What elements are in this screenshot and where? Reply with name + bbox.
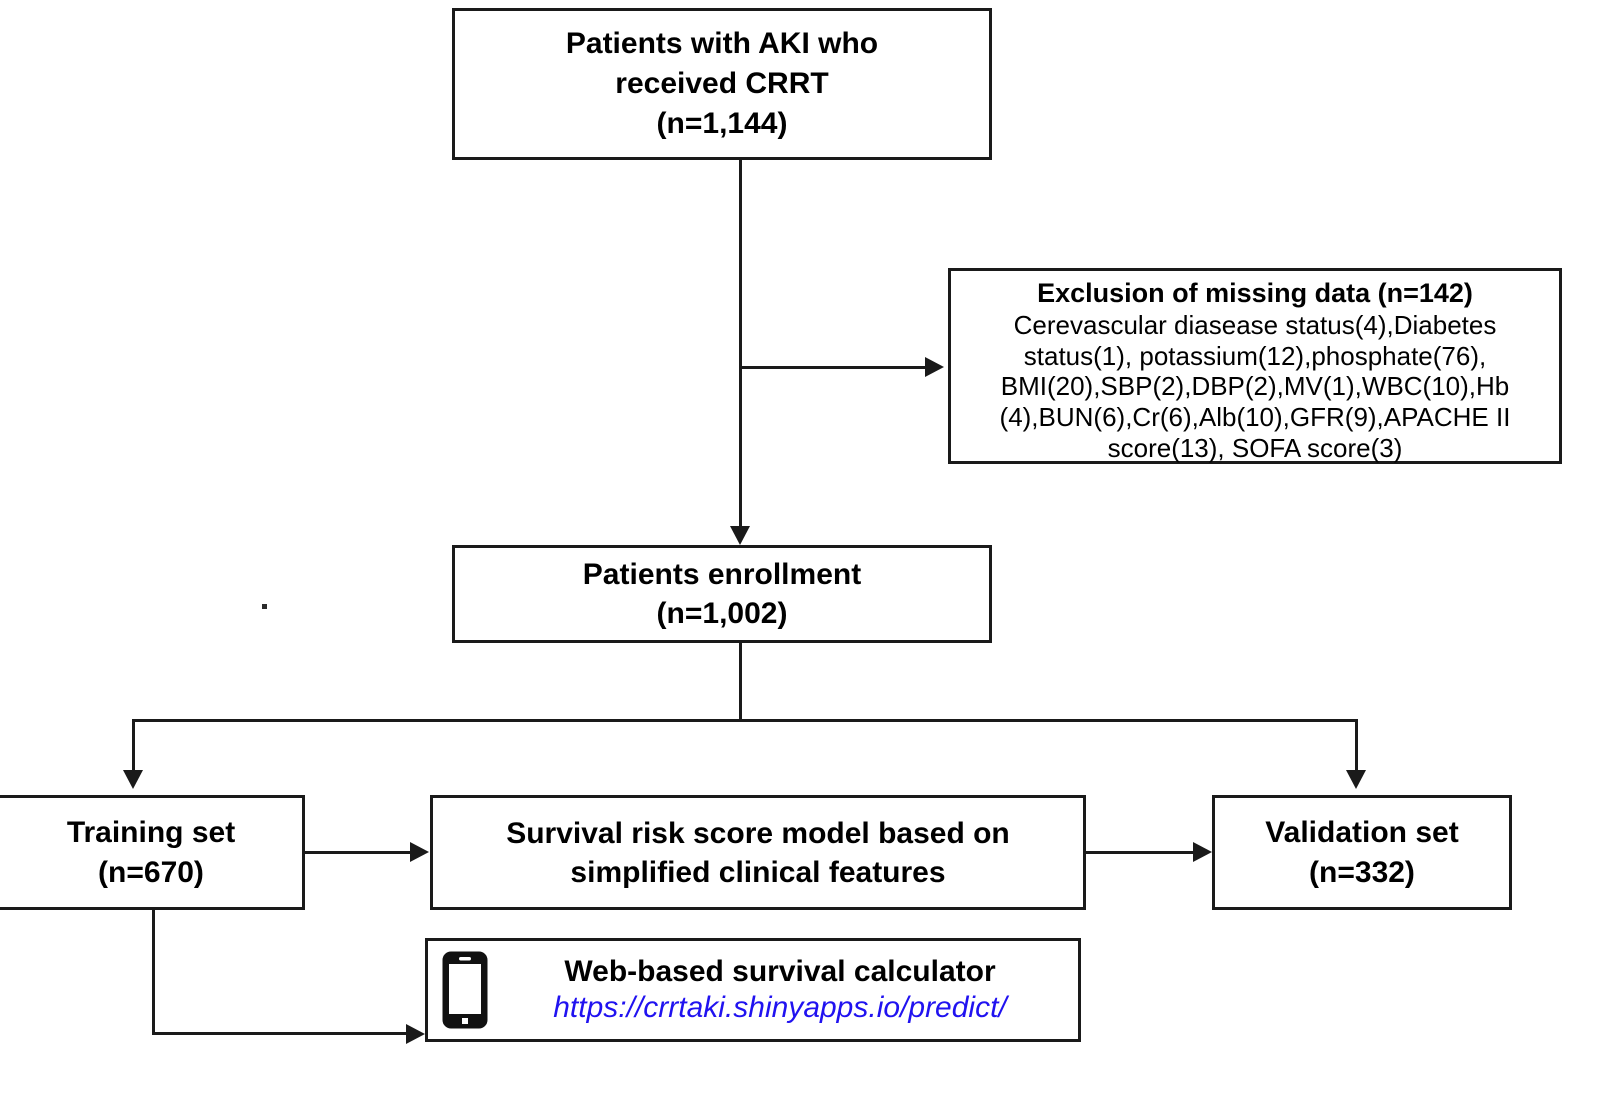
node-training-count: (n=670) bbox=[98, 855, 204, 889]
node-cohort-line1: Patients with AKI who bbox=[565, 27, 879, 61]
arrowhead-calculator bbox=[406, 1024, 425, 1044]
connector-bus-to-validation bbox=[1355, 719, 1358, 774]
node-patients-enrollment: Patients enrollment (n=1,002) bbox=[452, 545, 992, 643]
node-exclusion-line4: (4),BUN(6),Cr(6),Alb(10),GFR(9),APACHE I… bbox=[999, 401, 1511, 432]
node-exclusion-line5: score(13), SOFA score(3) bbox=[1107, 432, 1403, 463]
node-validation-count: (n=332) bbox=[1309, 855, 1415, 889]
node-cohort-count: (n=1,144) bbox=[656, 106, 788, 140]
node-enrollment-label: Patients enrollment bbox=[582, 558, 862, 591]
node-exclusion-line1: Cerevascular diasease status(4),Diabetes bbox=[1013, 309, 1497, 340]
connector-bus-to-training bbox=[132, 719, 135, 774]
connector-model-to-validation bbox=[1086, 851, 1193, 854]
node-validation-set: Validation set (n=332) bbox=[1212, 795, 1512, 910]
node-enrollment-count: (n=1,002) bbox=[656, 597, 788, 630]
arrowhead-exclusion bbox=[925, 357, 944, 377]
calculator-text-block: Web-based survival calculator https://cr… bbox=[498, 954, 1078, 1025]
node-training-set: Training set (n=670) bbox=[0, 795, 305, 910]
node-validation-label: Validation set bbox=[1265, 815, 1459, 849]
node-cohort-line2: received CRRT bbox=[615, 67, 829, 101]
node-exclusion-title: Exclusion of missing data (n=142) bbox=[1037, 278, 1473, 308]
arrowhead-validation bbox=[1346, 770, 1366, 789]
node-exclusion-line3: BMI(20),SBP(2),DBP(2),MV(1),WBC(10),Hb bbox=[1000, 371, 1510, 402]
node-training-label: Training set bbox=[66, 815, 236, 849]
arrowhead-validation-side bbox=[1193, 842, 1212, 862]
connector-split-bus bbox=[132, 719, 1358, 722]
connector-training-to-calculator bbox=[152, 1032, 406, 1035]
node-patients-with-aki: Patients with AKI who received CRRT (n=1… bbox=[452, 8, 992, 160]
calculator-url-link[interactable]: https://crrtaki.shinyapps.io/predict/ bbox=[553, 990, 1007, 1024]
connector-enrollment-down bbox=[739, 643, 742, 722]
node-web-based-calculator: Web-based survival calculator https://cr… bbox=[425, 938, 1081, 1042]
arrowhead-enrollment bbox=[730, 526, 750, 545]
connector-to-exclusion bbox=[739, 366, 925, 369]
mobile-phone-icon bbox=[442, 951, 488, 1029]
calculator-title: Web-based survival calculator bbox=[564, 955, 996, 989]
stray-dot-artifact bbox=[262, 604, 267, 609]
node-model-line1: Survival risk score model based on bbox=[506, 816, 1010, 850]
node-model-line2: simplified clinical features bbox=[570, 855, 946, 889]
node-exclusion-line2: status(1), potassium(12),phosphate(76), bbox=[1023, 340, 1487, 371]
arrowhead-model bbox=[410, 842, 429, 862]
node-exclusion-missing-data: Exclusion of missing data (n=142) Cereva… bbox=[948, 268, 1562, 464]
connector-cohort-to-enrollment bbox=[739, 160, 742, 532]
node-survival-risk-model: Survival risk score model based on simpl… bbox=[430, 795, 1086, 910]
arrowhead-training bbox=[123, 770, 143, 789]
connector-training-to-model bbox=[305, 851, 410, 854]
connector-training-down bbox=[152, 908, 155, 1035]
